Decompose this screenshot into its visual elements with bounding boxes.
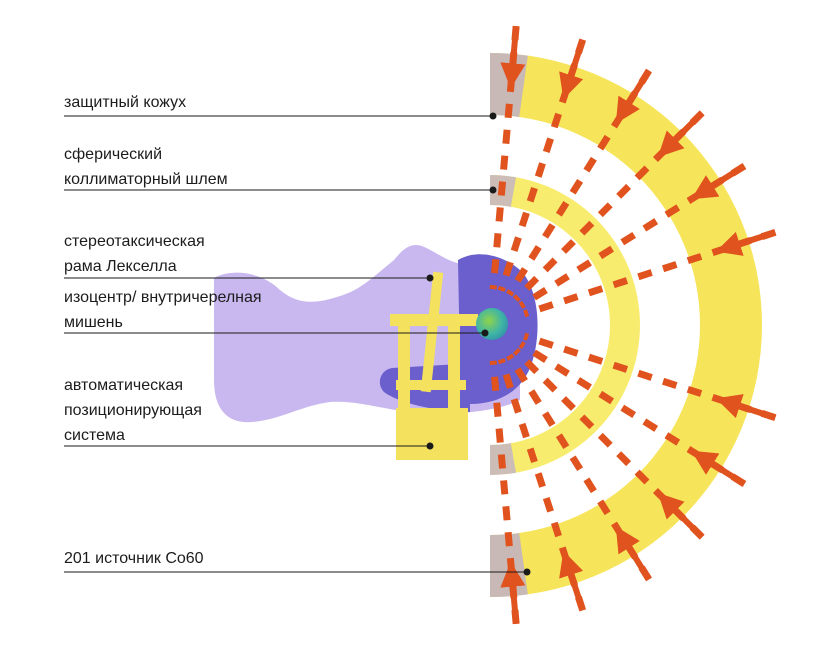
beam-arrow-1 <box>500 25 526 89</box>
radiation-beam-3 <box>506 68 652 297</box>
leader-lines <box>64 112 531 576</box>
radiation-beam-11 <box>497 358 587 612</box>
cap-shape <box>379 254 538 412</box>
beam-arrow-10 <box>615 526 652 582</box>
leader-dot-positioning <box>426 442 434 450</box>
radiation-beam-2 <box>497 38 587 292</box>
leader-dot-helmet <box>489 186 497 194</box>
label-stereotactic-frame: стереотаксическая рама Лекселла <box>64 233 205 275</box>
leader-dot-shield <box>489 112 497 120</box>
leader-dot-sources <box>523 568 531 576</box>
beam-arrow-6 <box>715 229 777 256</box>
collimator-helmet-ring <box>490 175 640 475</box>
radiation-beam-8 <box>518 341 747 487</box>
radiation-beam-9 <box>512 347 705 540</box>
frame-vertical-bar-right <box>448 320 460 416</box>
beam-arrow-11 <box>559 550 586 612</box>
beam-arrow-3 <box>615 68 652 124</box>
leader-dot-frame <box>426 274 434 282</box>
leader-dot-isocenter <box>481 329 489 337</box>
radiation-beam-6 <box>523 228 777 318</box>
positioning-system-block <box>396 408 468 460</box>
beam-arrow-9 <box>657 492 705 540</box>
beam-arrow-7 <box>715 394 777 421</box>
label-collimator-helmet: сферический коллиматорный шлем <box>64 146 228 188</box>
radiation-beams <box>489 25 777 625</box>
isocenter-target <box>476 308 508 340</box>
label-protective-shield: защитный кожух <box>64 94 187 111</box>
radiation-beam-5 <box>518 163 747 309</box>
radiation-beam-7 <box>523 332 777 422</box>
radiation-beam-12 <box>489 360 520 625</box>
leksell-frame <box>390 271 478 460</box>
beam-arrow-5 <box>691 163 747 200</box>
beam-arrow-2 <box>559 38 586 100</box>
radiation-beam-1 <box>489 25 520 290</box>
frame-diagonal-bar <box>420 271 444 393</box>
beam-arrow-12 <box>500 561 526 625</box>
beam-arrow-4 <box>657 110 705 158</box>
radiation-beam-10 <box>506 353 652 582</box>
label-cobalt-sources: 201 источник Co60 <box>64 550 204 567</box>
label-isocenter-target: изоцентр/ внутричерелная мишень <box>64 289 262 331</box>
radiation-beam-4 <box>512 110 705 303</box>
label-positioning-system: автоматическая позиционирующая система <box>64 377 202 444</box>
beam-arrow-8 <box>691 450 747 487</box>
frame-vertical-bar-left <box>398 320 410 416</box>
